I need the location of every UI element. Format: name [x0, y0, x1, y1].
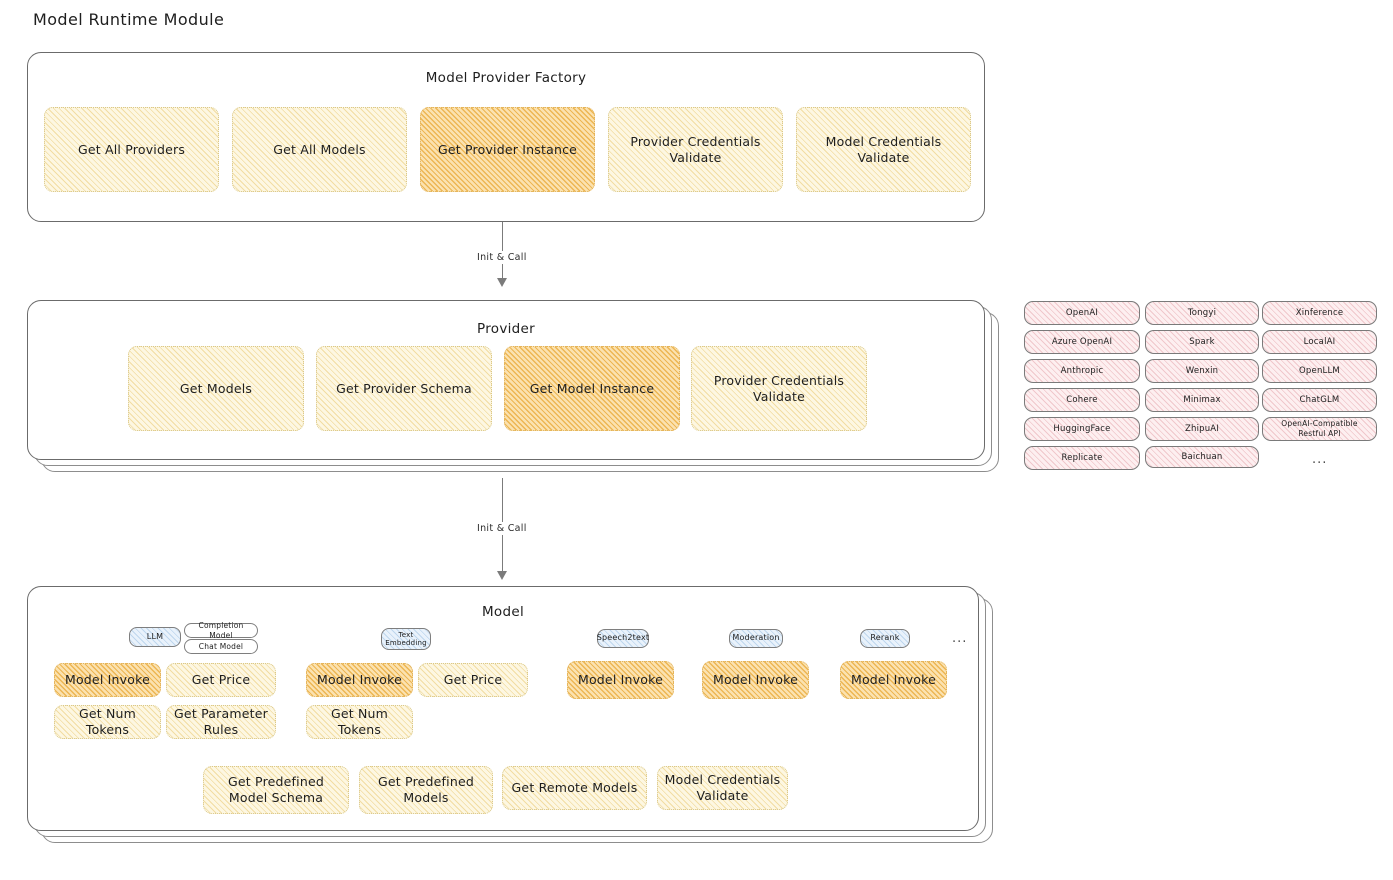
provider-list-item-anthropic[interactable]: Anthropic	[1024, 359, 1140, 383]
model-types-more-ellipsis: ...	[952, 631, 968, 646]
provider-title: Provider	[477, 321, 535, 337]
model-speech-op-model-invoke[interactable]: Model Invoke	[567, 661, 674, 699]
connector-provider-to-model-label: Init & Call	[473, 522, 531, 535]
provider-list-more-ellipsis: ...	[1312, 452, 1328, 467]
provider-list-item-chatglm[interactable]: ChatGLM	[1262, 388, 1377, 412]
model-moderation-op-model-invoke[interactable]: Model Invoke	[702, 661, 809, 699]
model-embedding-op-get-price[interactable]: Get Price	[418, 663, 528, 697]
factory-node-model-credentials-validate[interactable]: Model Credentials Validate	[796, 107, 971, 192]
model-type-badge-rerank[interactable]: Rerank	[860, 629, 910, 648]
provider-node-provider-credentials-validate[interactable]: Provider Credentials Validate	[691, 346, 867, 431]
provider-list-item-zhipuai[interactable]: ZhipuAI	[1145, 417, 1259, 441]
model-subtype-completion-model[interactable]: Completion Model	[184, 621, 258, 640]
connector-provider-to-model-arrow	[497, 571, 507, 580]
provider-list-item-baichuan[interactable]: Baichuan	[1145, 446, 1259, 468]
model-common-op-get-predefined-models[interactable]: Get Predefined Models	[359, 766, 493, 814]
factory-node-get-all-providers[interactable]: Get All Providers	[44, 107, 219, 192]
model-llm-op-get-num-tokens[interactable]: Get Num Tokens	[54, 705, 161, 739]
model-embedding-op-model-invoke[interactable]: Model Invoke	[306, 663, 413, 697]
provider-list-item-huggingface[interactable]: HuggingFace	[1024, 417, 1140, 441]
model-type-badge-text-embedding[interactable]: Text Embedding	[381, 628, 431, 650]
provider-list-item-minimax[interactable]: Minimax	[1145, 388, 1259, 412]
model-llm-op-model-invoke[interactable]: Model Invoke	[54, 663, 161, 697]
model-provider-factory-title: Model Provider Factory	[425, 70, 587, 86]
model-common-op-get-predefined-model-schema[interactable]: Get Predefined Model Schema	[203, 766, 349, 814]
provider-list-item-openai[interactable]: OpenAI	[1024, 301, 1140, 325]
model-title: Model	[481, 604, 525, 620]
model-embedding-op-get-num-tokens[interactable]: Get Num Tokens	[306, 705, 413, 739]
factory-node-get-provider-instance[interactable]: Get Provider Instance	[420, 107, 595, 192]
page-title: Model Runtime Module	[33, 10, 225, 29]
provider-node-get-model-instance[interactable]: Get Model Instance	[504, 346, 680, 431]
model-type-badge-speech2text[interactable]: Speech2text	[597, 629, 649, 648]
provider-list-item-cohere[interactable]: Cohere	[1024, 388, 1140, 412]
model-common-op-model-credentials-validate[interactable]: Model Credentials Validate	[657, 766, 788, 810]
provider-list-item-spark[interactable]: Spark	[1145, 330, 1259, 354]
factory-node-get-all-models[interactable]: Get All Models	[232, 107, 407, 192]
model-common-op-get-remote-models[interactable]: Get Remote Models	[502, 766, 647, 810]
provider-list-item-openllm[interactable]: OpenLLM	[1262, 359, 1377, 383]
provider-list-item-replicate[interactable]: Replicate	[1024, 446, 1140, 470]
provider-list-item-openai-compatible-restful-api[interactable]: OpenAI-Compatible Restful API	[1262, 417, 1377, 441]
model-type-badge-moderation[interactable]: Moderation	[729, 629, 783, 648]
model-type-badge-llm[interactable]: LLM	[129, 627, 181, 647]
factory-node-provider-credentials-validate[interactable]: Provider Credentials Validate	[608, 107, 783, 192]
model-llm-op-get-price[interactable]: Get Price	[166, 663, 276, 697]
model-llm-op-get-parameter-rules[interactable]: Get Parameter Rules	[166, 705, 276, 739]
provider-list-item-azure-openai[interactable]: Azure OpenAI	[1024, 330, 1140, 354]
model-subtype-chat-model[interactable]: Chat Model	[184, 639, 258, 654]
provider-node-get-models[interactable]: Get Models	[128, 346, 304, 431]
provider-node-get-provider-schema[interactable]: Get Provider Schema	[316, 346, 492, 431]
connector-factory-to-provider-arrow	[497, 278, 507, 287]
provider-list-item-wenxin[interactable]: Wenxin	[1145, 359, 1259, 383]
provider-list-item-tongyi[interactable]: Tongyi	[1145, 301, 1259, 325]
provider-list-item-localai[interactable]: LocalAI	[1262, 330, 1377, 354]
model-rerank-op-model-invoke[interactable]: Model Invoke	[840, 661, 947, 699]
provider-list-item-xinference[interactable]: Xinference	[1262, 301, 1377, 325]
connector-factory-to-provider-label: Init & Call	[473, 251, 531, 264]
